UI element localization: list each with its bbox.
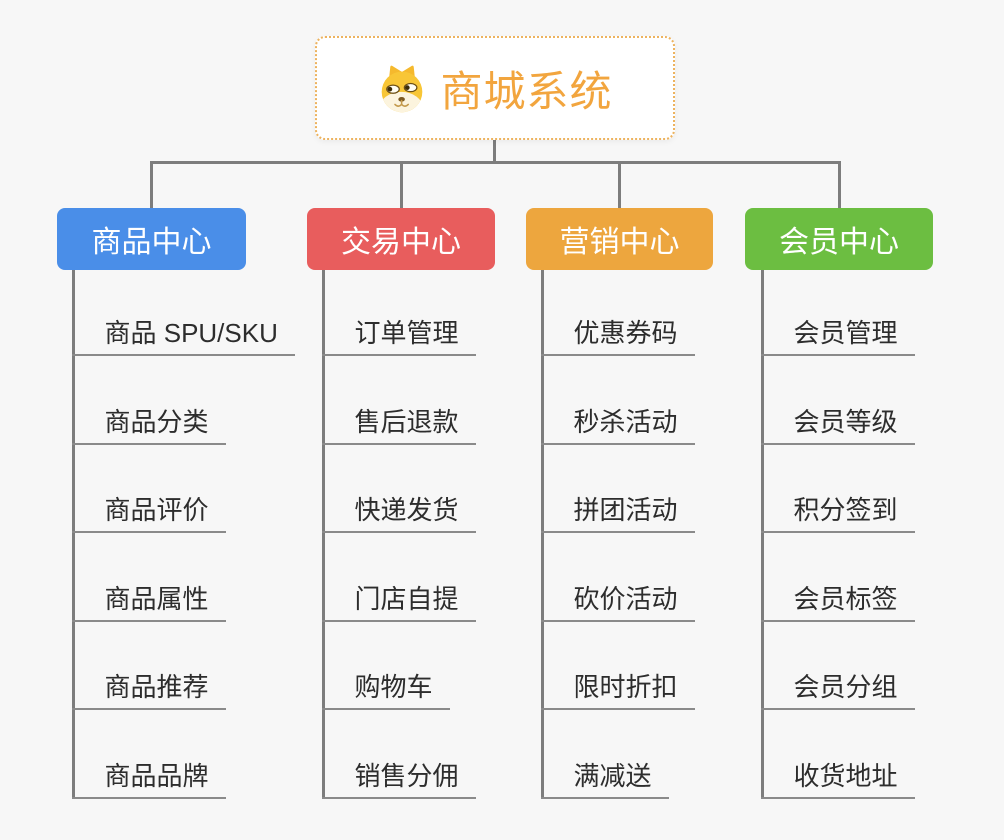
branch-trunk-line bbox=[71, 270, 75, 799]
leaf-node[interactable]: 优惠券码 bbox=[540, 318, 695, 356]
connector-drop-line bbox=[399, 161, 403, 209]
leaf-node[interactable]: 会员等级 bbox=[760, 407, 915, 445]
leaf-node[interactable]: 拼团活动 bbox=[540, 495, 695, 533]
leaf-node[interactable]: 订单管理 bbox=[321, 318, 476, 356]
leaf-node[interactable]: 商品属性 bbox=[71, 584, 226, 622]
branch-node-label: 营销中心 bbox=[559, 226, 680, 259]
leaf-node[interactable]: 商品品牌 bbox=[71, 761, 226, 799]
leaf-node[interactable]: 收货地址 bbox=[760, 761, 915, 799]
leaf-node[interactable]: 快递发货 bbox=[321, 495, 476, 533]
leaf-node[interactable]: 商品评价 bbox=[71, 495, 226, 533]
branch-trunk-line bbox=[540, 270, 544, 799]
leaf-node[interactable]: 会员管理 bbox=[760, 318, 915, 356]
leaf-node[interactable]: 购物车 bbox=[321, 672, 450, 710]
leaf-node[interactable]: 会员分组 bbox=[760, 672, 915, 710]
leaf-node[interactable]: 售后退款 bbox=[321, 407, 476, 445]
branch-node-marketing-center[interactable]: 营销中心 bbox=[526, 208, 713, 270]
branch-node-product-center[interactable]: 商品中心 bbox=[57, 208, 246, 270]
branch-trunk-line bbox=[321, 270, 325, 799]
leaf-node[interactable]: 限时折扣 bbox=[540, 672, 695, 710]
branch-node-label: 会员中心 bbox=[779, 226, 899, 259]
leaf-node[interactable]: 商品分类 bbox=[71, 407, 226, 445]
connector-drop-line bbox=[618, 161, 621, 209]
root-node-label: 商城系统 bbox=[440, 67, 613, 115]
leaf-node[interactable]: 砍价活动 bbox=[540, 584, 695, 622]
leaf-node[interactable]: 门店自提 bbox=[321, 584, 476, 622]
leaf-node[interactable]: 满减送 bbox=[540, 761, 669, 799]
leaf-node[interactable]: 销售分佣 bbox=[321, 761, 476, 799]
root-node[interactable]: 商城系统 bbox=[315, 36, 675, 140]
branch-node-label: 商品中心 bbox=[91, 226, 212, 259]
branch-node-trade-center[interactable]: 交易中心 bbox=[307, 208, 495, 270]
leaf-node[interactable]: 秒杀活动 bbox=[540, 407, 695, 445]
leaf-node[interactable]: 会员标签 bbox=[760, 584, 915, 622]
connector-horizontal-line bbox=[150, 161, 840, 164]
leaf-node[interactable]: 积分签到 bbox=[760, 495, 915, 533]
leaf-node[interactable]: 商品推荐 bbox=[71, 672, 226, 710]
connector-drop-line bbox=[150, 161, 153, 209]
leaf-node[interactable]: 商品 SPU/SKU bbox=[71, 318, 295, 356]
branch-node-member-center[interactable]: 会员中心 bbox=[745, 208, 933, 270]
branch-node-label: 交易中心 bbox=[341, 226, 461, 259]
connector-drop-line bbox=[837, 161, 841, 209]
dog-face-icon bbox=[382, 65, 423, 113]
root-connector-line bbox=[493, 139, 496, 162]
branch-trunk-line bbox=[760, 270, 764, 799]
